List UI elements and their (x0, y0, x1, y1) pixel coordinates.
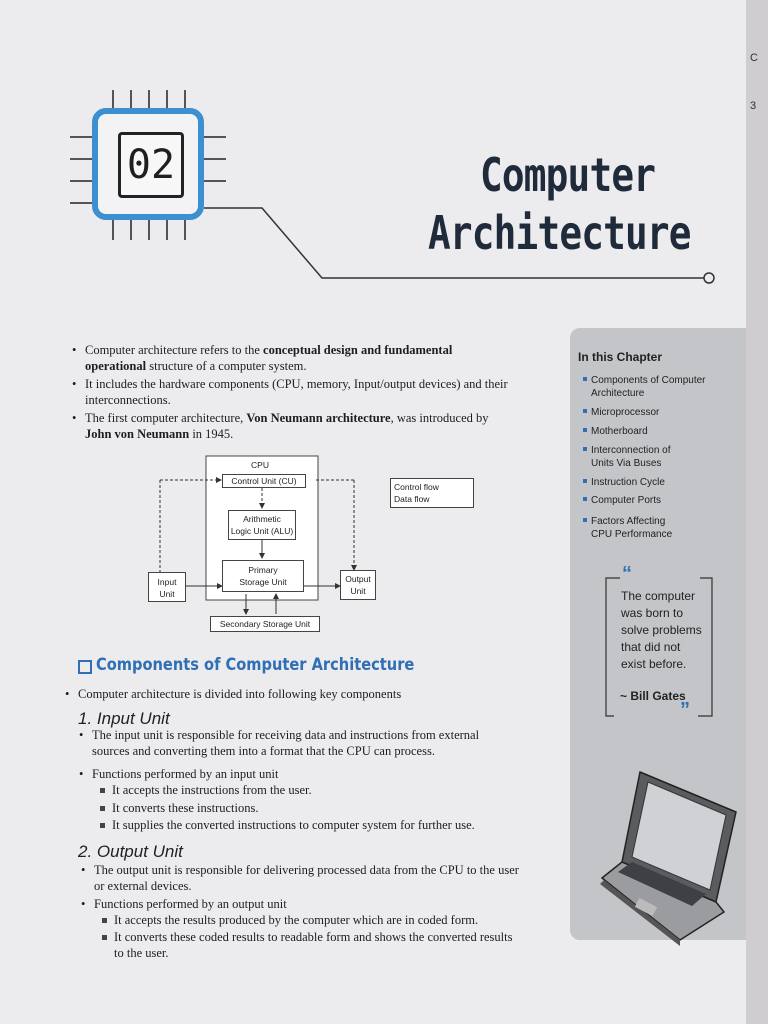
intro-bullet: The first computer architecture, Von Neu… (72, 410, 555, 442)
chapter-title-line2: Architecture (428, 206, 692, 260)
sidebar-item: Motherboard (583, 425, 721, 438)
control-unit-box: Control Unit (CU) (222, 474, 306, 488)
output-unit-heading: 2. Output Unit (78, 842, 183, 861)
edge-mark: C (750, 52, 758, 64)
chapter-title-line1: Computer (480, 148, 656, 202)
laptop-icon (600, 770, 737, 946)
sidebar-item: Computer Ports (583, 494, 721, 507)
intro-bullet: Computer architecture refers to the conc… (72, 342, 525, 374)
quote-frame (605, 577, 713, 717)
input-unit-bullet: Functions performed by an input unit (79, 766, 562, 782)
quote-text: The computer was born to solve problems … (621, 589, 702, 671)
input-unit-subitem: It converts these instructions. (100, 800, 562, 816)
cpu-label: CPU (251, 460, 269, 470)
input-unit-heading: 1. Input Unit (78, 709, 170, 728)
input-unit-bullet: The input unit is responsible for receiv… (79, 727, 562, 759)
output-unit-subitem: It converts these coded results to reada… (102, 929, 564, 961)
open-quote-icon: “ (622, 563, 632, 585)
adjacent-page-edge: C 3 (746, 0, 768, 1024)
input-unit-subitem: It supplies the converted instructions t… (100, 817, 562, 833)
section-heading-icon (78, 660, 92, 674)
quote-author: ~ Bill Gates (620, 689, 686, 703)
sidebar-item: Microprocessor (583, 406, 721, 419)
intro-bullet: It includes the hardware components (CPU… (72, 376, 555, 408)
output-unit-bullet: Functions performed by an output unit (81, 896, 564, 912)
sidebar-item: Instruction Cycle (583, 476, 721, 489)
input-unit-subitem: It accepts the instructions from the use… (100, 782, 562, 798)
secondary-storage-box: Secondary Storage Unit (210, 616, 320, 632)
title-connector-line (204, 207, 715, 284)
output-unit-bullet: The output unit is responsible for deliv… (81, 862, 564, 894)
section-heading: Components of Computer Architecture (96, 655, 415, 675)
chapter-number: 02 (118, 132, 184, 198)
output-unit-subitem: It accepts the results produced by the c… (102, 912, 564, 928)
close-quote-icon: ” (680, 699, 690, 721)
section-intro: Computer architecture is divided into fo… (65, 686, 558, 702)
sidebar-title: In this Chapter (578, 350, 663, 364)
edge-mark: 3 (750, 100, 757, 112)
